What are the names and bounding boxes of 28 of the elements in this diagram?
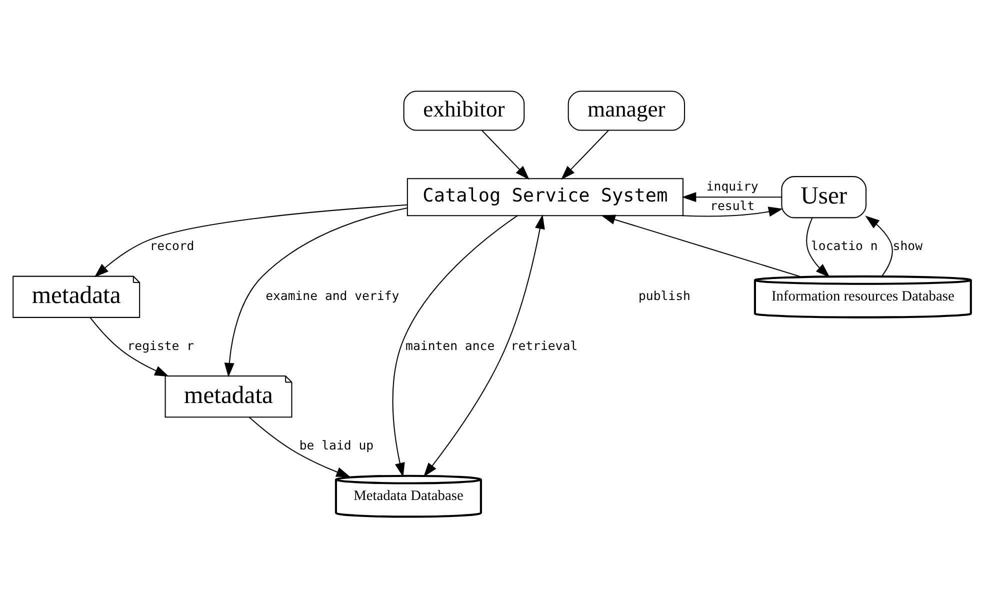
edge-label: record <box>149 238 194 253</box>
arrow <box>481 130 529 180</box>
node-box: exhibitor <box>402 90 524 130</box>
arrow <box>392 214 518 477</box>
label: publish <box>638 288 690 303</box>
edge-label: inquiry <box>706 179 758 194</box>
arrow <box>681 206 782 216</box>
edge-label: mainten ance <box>405 338 494 352</box>
arrow <box>422 214 544 477</box>
edge-label: locatio n <box>810 238 878 253</box>
arrow <box>224 207 407 377</box>
edge-label: result <box>710 198 754 213</box>
edge-label: examine and verify <box>265 288 399 303</box>
edge-label: be laid up <box>298 438 374 452</box>
edge-label: show <box>892 238 922 253</box>
node-box: manager <box>567 90 685 130</box>
edge-label: retrieval <box>510 338 578 352</box>
arrow <box>600 214 800 276</box>
arrow <box>248 416 350 477</box>
arrow <box>89 316 169 376</box>
edge-label: registe r <box>126 338 194 352</box>
arrow <box>681 192 782 202</box>
arrow <box>94 204 407 277</box>
arrow <box>806 217 830 277</box>
arrow <box>864 215 892 276</box>
node-box: Catalog Service System <box>406 178 683 216</box>
node-box: User <box>780 176 866 218</box>
arrow <box>560 130 608 180</box>
